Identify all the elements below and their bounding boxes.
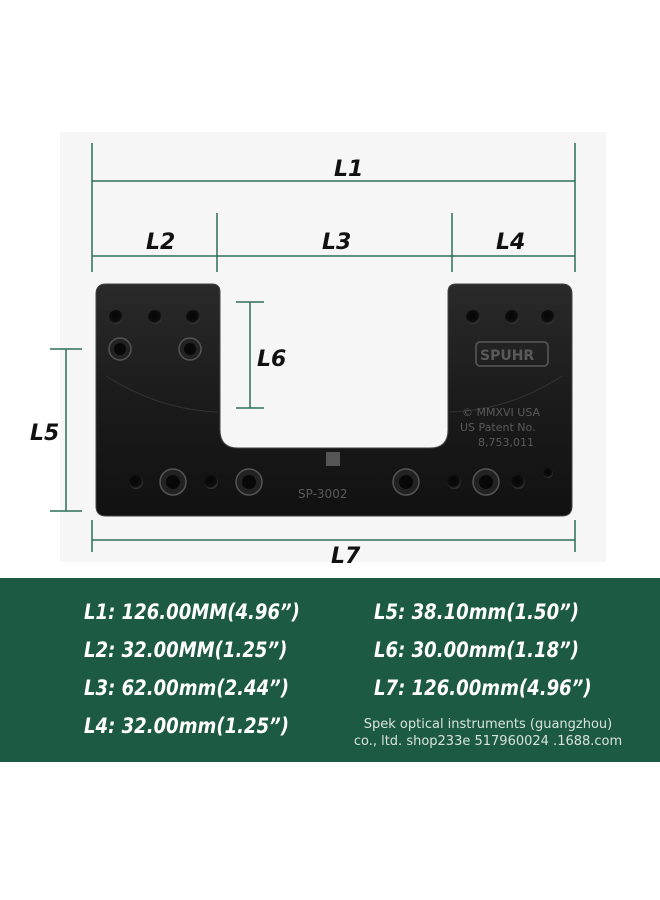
screw-hole-icon xyxy=(505,310,519,324)
label-L4: L4 xyxy=(496,230,525,255)
spec-L5: L5: 38.10mm(1.50”) xyxy=(374,600,580,624)
watermark-note: Spek optical instruments (guangzhou) co.… xyxy=(318,716,658,750)
ring-screw-holes xyxy=(108,310,555,361)
watermark-line-1: Spek optical instruments (guangzhou) xyxy=(363,717,613,732)
brand-logo-frame xyxy=(475,341,549,367)
screw-hole-icon xyxy=(109,310,123,324)
screw-hole-icon xyxy=(511,475,525,489)
patent-engraving-1: © MMXVI USA xyxy=(462,406,541,419)
screw-hole-icon xyxy=(242,475,256,489)
spec-L2: L2: 32.00MM(1.25”) xyxy=(84,638,288,662)
screw-hole-icon xyxy=(447,475,461,489)
blank-area xyxy=(0,762,660,900)
scope-mount-diagram: L1 L2 L3 L4 L5 L6 L7 xyxy=(30,143,576,569)
patent-engraving-3: 8,753,011 xyxy=(478,436,534,449)
screw-hole-icon xyxy=(479,475,493,489)
brand-engraving: SPUHR xyxy=(480,348,534,364)
screw-hole-icon xyxy=(186,310,200,324)
dimension-lines xyxy=(50,143,576,552)
spec-L3: L3: 62.00mm(2.44”) xyxy=(84,676,290,700)
label-L6: L6 xyxy=(257,347,286,372)
spec-L1: L1: 126.00MM(4.96”) xyxy=(84,600,300,624)
mount-body xyxy=(95,283,573,517)
base-screw-holes xyxy=(129,468,553,496)
spec-L6: L6: 30.00mm(1.18”) xyxy=(374,638,580,662)
screw-hole-icon xyxy=(399,475,413,489)
spec-L7: L7: 126.00mm(4.96”) xyxy=(374,676,592,700)
screw-hole-icon xyxy=(114,343,126,355)
spec-L4: L4: 32.00mm(1.25”) xyxy=(84,714,290,738)
label-L3: L3 xyxy=(322,230,351,255)
patent-engraving-2: US Patent No. xyxy=(460,421,536,434)
screw-hole-icon xyxy=(204,475,218,489)
screw-hole-icon xyxy=(148,310,162,324)
screw-hole-icon xyxy=(166,475,180,489)
screw-hole-icon xyxy=(543,468,553,478)
model-engraving: SP-3002 xyxy=(298,487,347,501)
screw-hole-icon xyxy=(184,343,196,355)
screw-hole-icon xyxy=(129,475,143,489)
label-L2: L2 xyxy=(146,230,175,255)
spec-panel xyxy=(0,578,660,762)
label-L5: L5 xyxy=(30,421,59,446)
label-L7: L7 xyxy=(331,544,361,569)
screw-hole-icon xyxy=(541,310,555,324)
watermark-line-2: co., ltd. shop233e 517960024 .1688.com xyxy=(353,734,623,749)
label-L1: L1 xyxy=(334,157,363,182)
recoil-slot xyxy=(326,452,340,466)
screw-hole-icon xyxy=(466,310,480,324)
diagram-area: L1 L2 L3 L4 L5 L6 L7 xyxy=(30,143,576,569)
